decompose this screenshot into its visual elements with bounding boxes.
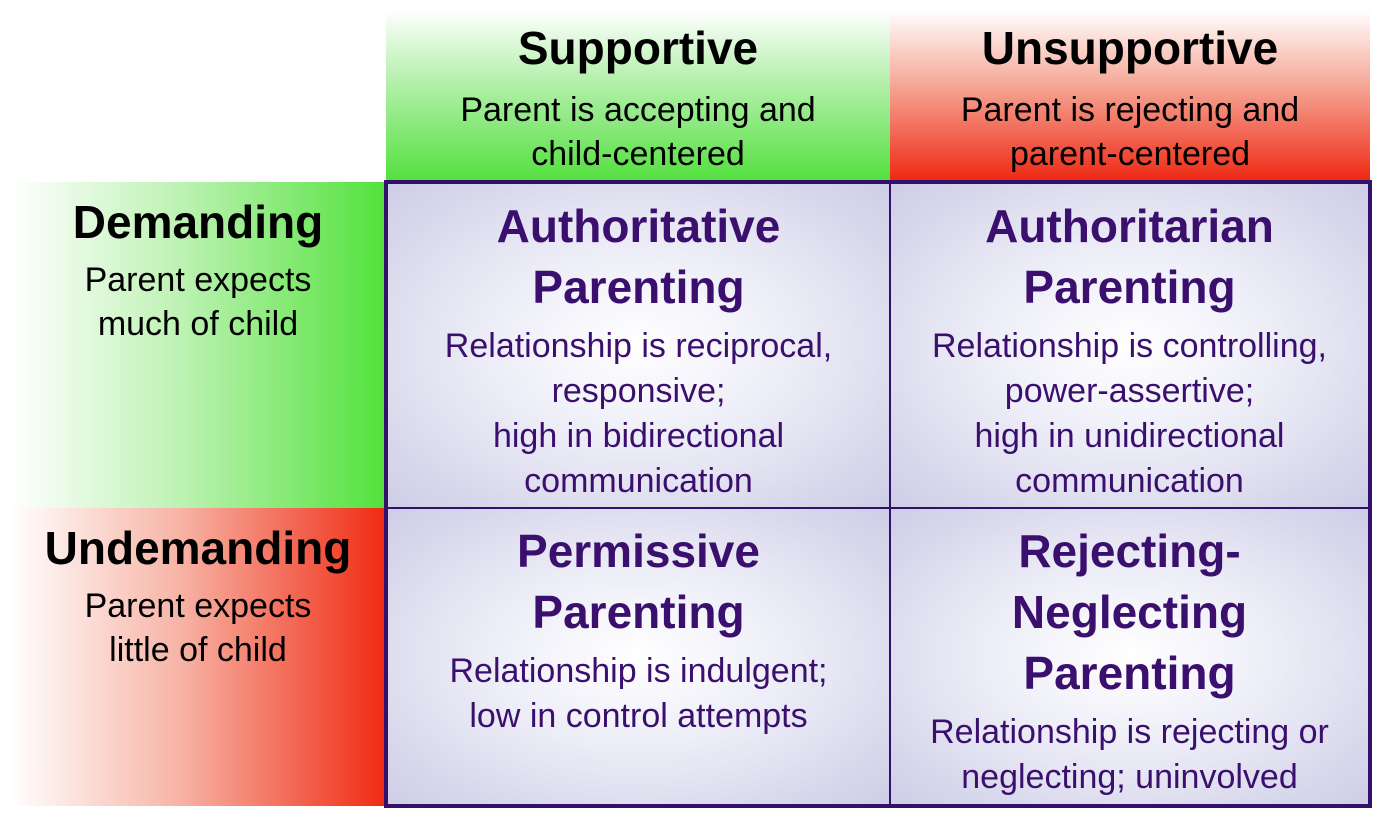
cell-title: Rejecting- Neglecting Parenting xyxy=(891,521,1368,704)
cell-authoritarian-parenting: Authoritarian Parenting Relationship is … xyxy=(891,184,1368,509)
row-header-demanding: Demanding Parent expects much of child xyxy=(10,182,386,508)
cell-description-line: Relationship is rejecting or xyxy=(930,713,1329,751)
row-header-undemanding: Undemanding Parent expects little of chi… xyxy=(10,508,386,806)
cell-description: Relationship is rejecting or neglecting;… xyxy=(891,710,1368,800)
cell-title-line: Parenting xyxy=(1023,647,1236,699)
row-title: Undemanding xyxy=(44,522,352,574)
cell-title-line: Rejecting- xyxy=(1018,525,1241,577)
column-header-supportive: Supportive Parent is accepting and child… xyxy=(386,10,890,180)
cell-description-line: communication xyxy=(524,462,753,500)
cell-title-line: Neglecting xyxy=(1011,586,1248,638)
cell-description-line: power-assertive; xyxy=(1004,372,1255,410)
cell-title: Authoritarian Parenting xyxy=(891,196,1368,318)
cell-title-line: Authoritative xyxy=(496,200,781,252)
row-description-line: much of child xyxy=(97,305,299,343)
cell-title-line: Authoritarian xyxy=(985,200,1274,252)
row-description-line: little of child xyxy=(109,631,287,669)
cell-rejecting-neglecting-parenting: Rejecting- Neglecting Parenting Relation… xyxy=(891,509,1368,804)
cell-description: Relationship is indulgent; low in contro… xyxy=(388,649,889,739)
row-description: Parent expects much of child xyxy=(10,258,386,346)
cell-description-line: high in bidirectional xyxy=(492,417,785,455)
row-description: Parent expects little of child xyxy=(10,584,386,672)
cell-permissive-parenting: Permissive Parenting Relationship is ind… xyxy=(388,509,891,804)
row-title: Demanding xyxy=(72,196,324,248)
cell-description-line: Relationship is indulgent; xyxy=(449,652,828,690)
cell-description: Relationship is reciprocal, responsive; … xyxy=(388,324,889,504)
column-title: Supportive xyxy=(517,22,759,74)
cell-description-line: Relationship is controlling, xyxy=(932,327,1327,365)
row-description-line: Parent expects xyxy=(84,587,312,625)
column-header-unsupportive: Unsupportive Parent is rejecting and par… xyxy=(890,10,1370,180)
cell-description-line: communication xyxy=(1015,462,1244,500)
column-title: Unsupportive xyxy=(981,22,1279,74)
column-description: Parent is rejecting and parent-centered xyxy=(890,88,1370,176)
cell-description-line: responsive; xyxy=(551,372,726,410)
cell-description-line: low in control attempts xyxy=(469,697,808,735)
cell-title-line: Parenting xyxy=(532,586,745,638)
cell-description-line: neglecting; uninvolved xyxy=(961,758,1298,796)
column-description-line: parent-centered xyxy=(1009,135,1251,173)
cell-title-line: Parenting xyxy=(532,261,745,313)
cell-authoritative-parenting: Authoritative Parenting Relationship is … xyxy=(388,184,891,509)
column-description-line: child-centered xyxy=(531,135,745,173)
cell-title-line: Permissive xyxy=(517,525,760,577)
row-description-line: Parent expects xyxy=(84,261,312,299)
column-description-line: Parent is accepting and xyxy=(460,91,816,129)
column-description: Parent is accepting and child-centered xyxy=(386,88,890,176)
cell-description-line: high in unidirectional xyxy=(974,417,1285,455)
cell-description-line: Relationship is reciprocal, xyxy=(444,327,833,365)
parenting-styles-grid: Authoritative Parenting Relationship is … xyxy=(384,180,1372,808)
cell-title: Authoritative Parenting xyxy=(388,196,889,318)
column-description-line: Parent is rejecting and xyxy=(960,91,1300,129)
cell-description: Relationship is controlling, power-asser… xyxy=(891,324,1368,504)
cell-title-line: Parenting xyxy=(1023,261,1236,313)
cell-title: Permissive Parenting xyxy=(388,521,889,643)
